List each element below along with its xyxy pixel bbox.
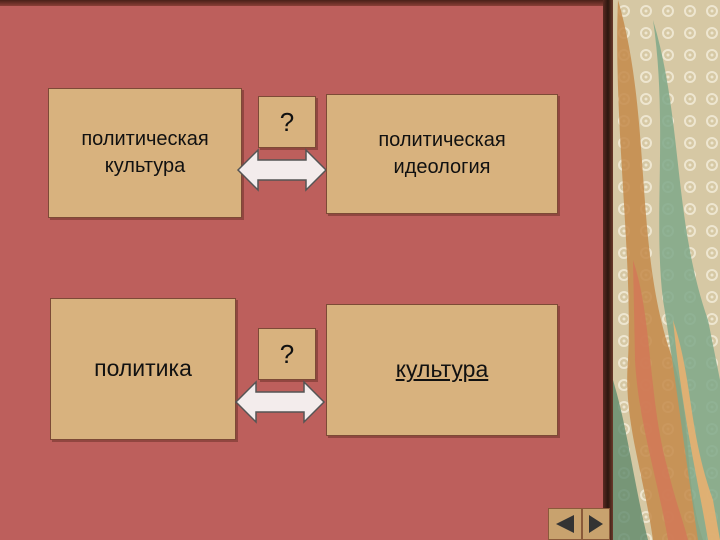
decorative-pattern	[613, 0, 720, 540]
triangle-right-icon	[589, 515, 603, 533]
double-arrow-bottom-icon	[234, 380, 326, 424]
box-political-culture: политическая культура	[48, 88, 242, 218]
box-politics-text: политика	[94, 355, 192, 382]
box-political-culture-text: политическая культура	[81, 128, 209, 177]
question-box-top: ?	[258, 96, 316, 148]
slide-area	[0, 0, 612, 540]
slide-top-border	[0, 0, 612, 6]
nav-next-button[interactable]	[582, 508, 610, 540]
triangle-left-icon	[556, 515, 574, 533]
box-political-ideology: политическая идеология	[326, 94, 558, 214]
decorative-side-panel	[613, 0, 720, 540]
question-mark-bottom: ?	[279, 338, 295, 369]
box-political-ideology-text: политическая идеология	[378, 129, 506, 178]
box-culture: культура	[326, 304, 558, 436]
box-politics: политика	[50, 298, 236, 440]
question-box-bottom: ?	[258, 328, 316, 380]
double-arrow-top-icon	[236, 148, 328, 192]
box-culture-text: культура	[395, 356, 489, 383]
nav-prev-button[interactable]	[548, 508, 582, 540]
slide-right-border	[603, 0, 613, 540]
question-mark-top: ?	[279, 106, 295, 137]
